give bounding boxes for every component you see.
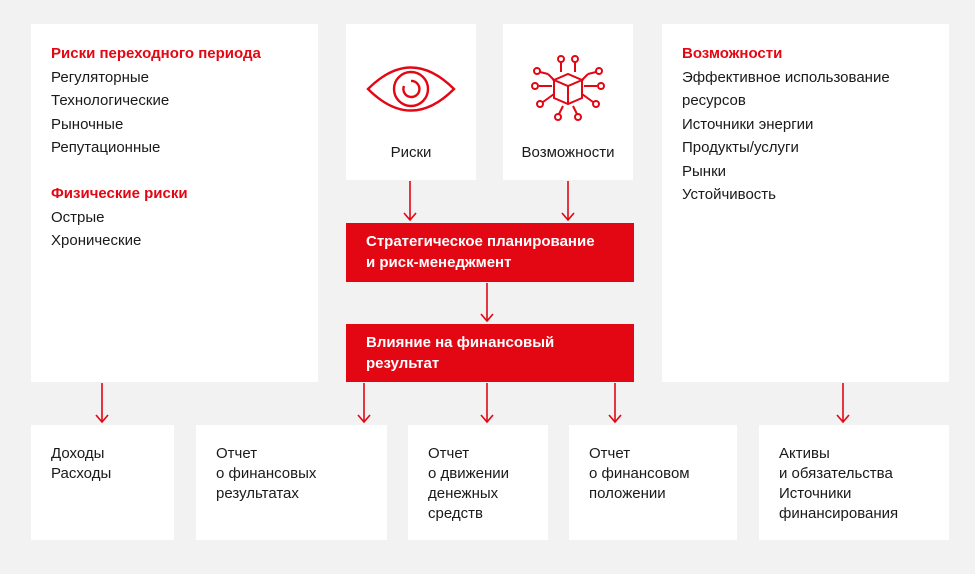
bottom-line: о финансовых bbox=[216, 465, 317, 482]
opportunities-label: Возможности bbox=[521, 144, 615, 161]
bottom-line: Расходы bbox=[51, 465, 112, 482]
bottom-line: финансирования bbox=[779, 505, 899, 522]
list-item: ресурсов bbox=[682, 92, 746, 109]
bottom-line: Источники bbox=[779, 485, 852, 502]
bottom-line: Отчет bbox=[428, 445, 470, 462]
list-item: Острые bbox=[51, 208, 105, 226]
risks-card: Риски bbox=[346, 24, 476, 180]
strategy-line-2: и риск-менеджмент bbox=[366, 254, 512, 271]
impact-box: Влияние на финансовый результат bbox=[346, 324, 634, 382]
opportunities-card: Возможности bbox=[503, 24, 633, 180]
list-item: Хронические bbox=[51, 232, 142, 249]
list-item: Регуляторные bbox=[51, 68, 149, 86]
arrow-right-to-assets bbox=[836, 383, 850, 424]
bottom-box-income: Доходы Расходы bbox=[31, 425, 174, 540]
arrow-impact-to-income-statement bbox=[357, 383, 371, 424]
bottom-line: и обязательства bbox=[779, 465, 893, 482]
transition-risks-list: Риски переходного периода Регуляторные Т… bbox=[51, 42, 261, 160]
bottom-box-cash-flow: Отчет о движении денежных средств bbox=[408, 425, 548, 540]
bottom-line: средств bbox=[428, 505, 483, 522]
strategy-box: Стратегическое планирование и риск-менед… bbox=[346, 223, 634, 282]
box-network-icon bbox=[531, 55, 605, 121]
impact-line-1: Влияние на финансовый bbox=[366, 334, 555, 351]
transition-risks-heading: Риски переходного периода bbox=[51, 45, 261, 62]
bottom-line: Доходы bbox=[51, 445, 105, 462]
physical-risks-list: Физические риски Острые Хронические bbox=[51, 182, 188, 253]
list-item: Репутационные bbox=[51, 139, 161, 156]
physical-risks-heading: Физические риски bbox=[51, 185, 188, 202]
bottom-line: Отчет bbox=[589, 445, 631, 462]
list-item: Источники энергии bbox=[682, 115, 814, 133]
right-panel: Возможности Эффективное использование ре… bbox=[662, 24, 949, 382]
arrow-left-to-income bbox=[95, 383, 109, 424]
arrow-impact-to-balance-sheet bbox=[608, 383, 622, 424]
risks-label: Риски bbox=[390, 144, 432, 161]
arrow-opportunities-to-strategy bbox=[561, 181, 575, 222]
bottom-line: Активы bbox=[779, 445, 830, 462]
bottom-line: о движении bbox=[428, 465, 510, 482]
bottom-line: о финансовом bbox=[589, 465, 690, 482]
arrow-strategy-to-impact bbox=[480, 283, 494, 323]
list-item: Рынки bbox=[682, 162, 727, 180]
arrow-risks-to-strategy bbox=[403, 181, 417, 222]
opportunities-list: Возможности Эффективное использование ре… bbox=[682, 42, 890, 207]
list-item: Технологические bbox=[51, 92, 170, 109]
impact-line-2: результат bbox=[366, 355, 440, 372]
list-item: Эффективное использование bbox=[682, 68, 890, 86]
bottom-box-income-statement: Отчет о финансовых результатах bbox=[196, 425, 387, 540]
eye-icon bbox=[366, 66, 456, 112]
bottom-box-balance-sheet: Отчет о финансовом положении bbox=[569, 425, 737, 540]
strategy-line-1: Стратегическое планирование bbox=[366, 233, 595, 250]
list-item: Продукты/услуги bbox=[682, 139, 799, 156]
list-item: Устойчивость bbox=[682, 186, 776, 203]
bottom-line: положении bbox=[589, 485, 666, 502]
left-panel: Риски переходного периода Регуляторные Т… bbox=[31, 24, 318, 382]
arrow-impact-to-cash-flow bbox=[480, 383, 494, 424]
bottom-line: Отчет bbox=[216, 445, 258, 462]
opportunities-heading: Возможности bbox=[682, 45, 783, 62]
bottom-line: денежных bbox=[428, 485, 499, 502]
list-item: Рыночные bbox=[51, 115, 124, 133]
bottom-line: результатах bbox=[216, 485, 299, 502]
bottom-box-assets: Активы и обязательства Источники финанси… bbox=[759, 425, 949, 540]
